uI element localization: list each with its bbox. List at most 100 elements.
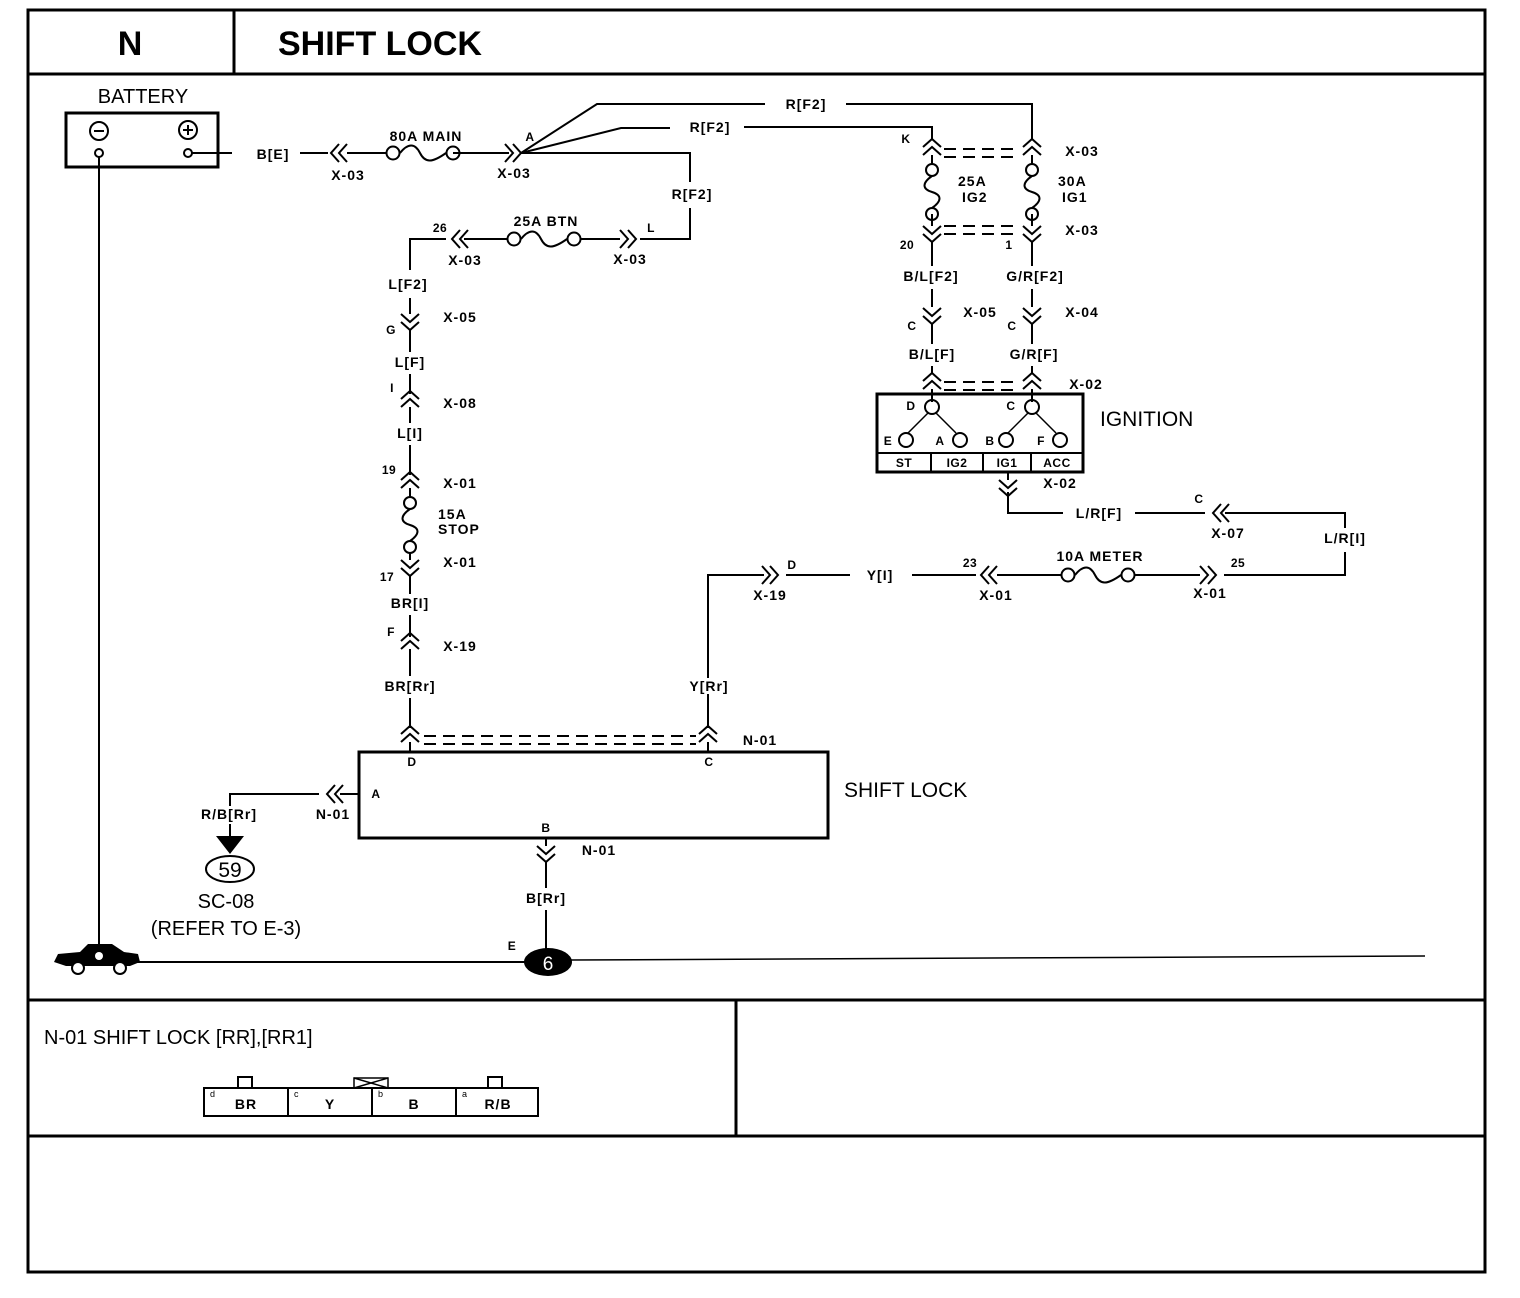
connector-x01-meter-out xyxy=(1199,565,1217,585)
wire-l-f: L[F] xyxy=(395,354,425,370)
connector-cell-b: B xyxy=(408,1096,419,1112)
wire-b-rr: B[Rr] xyxy=(526,890,566,906)
svg-text:C: C xyxy=(1194,492,1203,506)
svg-text:I: I xyxy=(390,381,394,395)
svg-text:C: C xyxy=(907,319,916,333)
svg-text:N-01: N-01 xyxy=(316,806,350,822)
ground-point xyxy=(524,948,572,976)
page-title: SHIFT LOCK xyxy=(278,25,482,63)
svg-text:X-03: X-03 xyxy=(1065,143,1099,159)
svg-text:b: b xyxy=(378,1089,383,1099)
svg-text:c: c xyxy=(294,1089,299,1099)
svg-text:B: B xyxy=(541,821,550,835)
svg-text:X-02: X-02 xyxy=(1043,475,1077,491)
svg-text:26: 26 xyxy=(433,221,447,235)
fuse-10a-meter-label: 10A METER xyxy=(1056,548,1143,564)
connector-cell-br: BR xyxy=(235,1096,257,1112)
fuse-25a-btn-label: 25A BTN xyxy=(514,213,579,229)
svg-text:Y[Rr]: Y[Rr] xyxy=(689,678,728,694)
svg-text:A: A xyxy=(371,787,380,801)
svg-text:F: F xyxy=(1037,434,1045,448)
ign-pos-acc: ACC xyxy=(1043,456,1071,470)
svg-text:X-01: X-01 xyxy=(1193,585,1227,601)
svg-text:E: E xyxy=(508,939,517,953)
connector-cell-y: Y xyxy=(325,1096,335,1112)
svg-text:X-07: X-07 xyxy=(1211,525,1245,541)
battery xyxy=(64,111,220,169)
svg-text:X-19: X-19 xyxy=(443,638,477,654)
connector-view-title: N-01 SHIFT LOCK [RR],[RR1] xyxy=(44,1027,313,1049)
connector-x19-right xyxy=(761,565,779,585)
section-letter: N xyxy=(118,25,143,63)
wire-br-rr: BR[Rr] xyxy=(384,678,435,694)
svg-text:L: L xyxy=(647,221,655,235)
svg-text:X-01: X-01 xyxy=(979,587,1013,603)
svg-text:30A: 30A xyxy=(1058,173,1087,189)
svg-text:X-03: X-03 xyxy=(497,165,531,181)
wire-rb-rr: R/B[Rr] xyxy=(201,806,257,822)
connector-x01-stop-out xyxy=(400,559,420,577)
connector-n01-c xyxy=(698,725,718,743)
svg-text:G: G xyxy=(386,323,396,337)
shift-lock-unit xyxy=(357,750,830,840)
svg-text:R[F2]: R[F2] xyxy=(690,119,731,135)
page-frame xyxy=(26,8,1487,1274)
svg-text:X-03: X-03 xyxy=(331,167,365,183)
ign-pos-ig1: IG1 xyxy=(997,456,1018,470)
svg-text:25: 25 xyxy=(1231,556,1245,570)
fuse-80a-main xyxy=(385,144,461,162)
reference-page: 59 xyxy=(218,859,241,882)
wire-l-i: L[I] xyxy=(397,425,423,441)
svg-text:15A: 15A xyxy=(438,506,467,522)
ign-pos-st: ST xyxy=(896,456,913,470)
wire-r-f2-btn xyxy=(521,152,691,182)
fuse-25a-ig2 xyxy=(923,163,941,221)
wire-y-i: Y[I] xyxy=(867,567,894,583)
reference-code: SC-08 xyxy=(198,891,255,913)
svg-text:D: D xyxy=(407,755,416,769)
svg-text:X-19: X-19 xyxy=(753,587,787,603)
svg-text:X-03: X-03 xyxy=(613,251,647,267)
wire-r-f2-top xyxy=(520,103,765,154)
wire-bl-f2: B/L[F2] xyxy=(903,268,958,284)
wire-gr-f2: G/R[F2] xyxy=(1006,268,1064,284)
wire-lr-i: L/R[I] xyxy=(1324,530,1366,546)
svg-text:STOP: STOP xyxy=(438,521,480,537)
svg-text:N-01: N-01 xyxy=(582,842,616,858)
svg-text:C: C xyxy=(1006,399,1015,413)
ignition-switch xyxy=(875,392,1085,474)
connector-x04 xyxy=(1022,307,1042,325)
connector-x03-ig1-in xyxy=(1022,138,1042,156)
reference-arrow xyxy=(216,836,244,854)
fuse-25a-btn xyxy=(506,230,582,248)
svg-text:A: A xyxy=(935,434,944,448)
connector-x03-ig1-out xyxy=(1022,225,1042,243)
wire-l-f2: L[F2] xyxy=(388,276,427,292)
wire-gr-f: G/R[F] xyxy=(1010,346,1059,362)
svg-text:K: K xyxy=(901,132,910,146)
svg-text:20: 20 xyxy=(900,238,914,252)
wire-b-e: B[E] xyxy=(257,146,290,162)
svg-text:X-05: X-05 xyxy=(443,309,477,325)
connector-x02-top-c xyxy=(1022,372,1042,390)
connector-x03-main-in xyxy=(330,143,348,163)
svg-text:E: E xyxy=(884,434,893,448)
svg-text:17: 17 xyxy=(380,570,394,584)
fuse-30a-ig1 xyxy=(1023,163,1041,221)
svg-text:19: 19 xyxy=(382,463,396,477)
svg-text:D: D xyxy=(787,558,796,572)
connector-x03-ig2-in xyxy=(922,138,942,156)
connector-x02-top-d xyxy=(922,372,942,390)
svg-text:F: F xyxy=(387,625,395,639)
wire-br-i: BR[I] xyxy=(391,595,429,611)
svg-text:C: C xyxy=(704,755,713,769)
connector-x03-btn-out xyxy=(619,229,637,249)
wire-bl-f: B/L[F] xyxy=(909,346,955,362)
svg-text:IG2: IG2 xyxy=(962,189,988,205)
connector-n01-b xyxy=(536,845,556,863)
svg-text:C: C xyxy=(1007,319,1016,333)
reference-note: (REFER TO E-3) xyxy=(151,918,301,940)
wire-y-rr xyxy=(707,574,764,728)
fuse-80a-main-label: 80A MAIN xyxy=(390,128,463,144)
